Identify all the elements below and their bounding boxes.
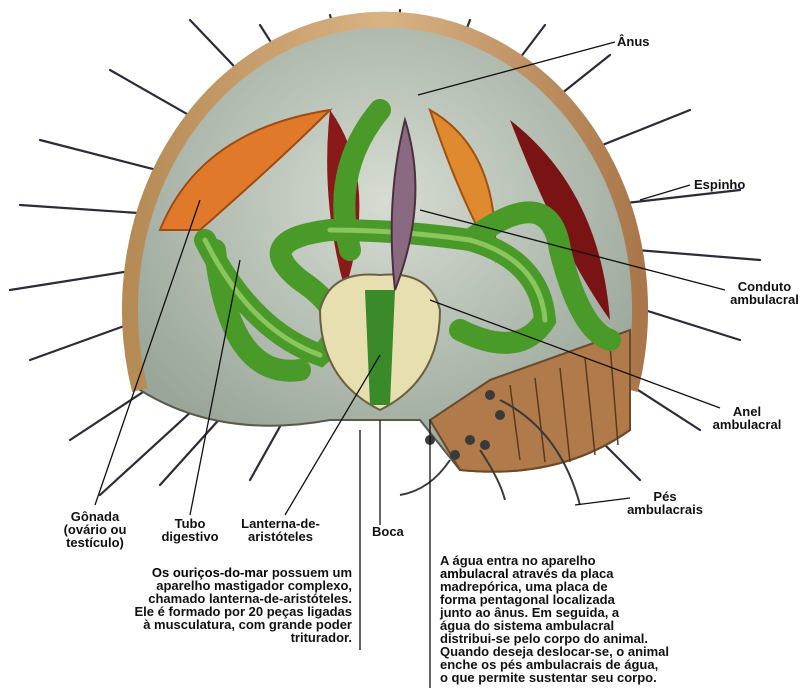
right-paragraph: A água entra no aparelho ambulacral atra… <box>440 554 740 684</box>
label-anel-ambulacral: Anel ambulacral <box>697 405 797 431</box>
label-lanterna-line2: aristóteles <box>223 530 338 543</box>
left-paragraph-line6: triturador. <box>90 631 352 644</box>
label-anel-line2: ambulacral <box>697 418 797 431</box>
label-anus: Ânus <box>617 35 650 48</box>
label-tubo-digestivo: Tubo digestivo <box>150 517 230 543</box>
label-espinho: Espinho <box>694 178 745 191</box>
label-tubo-line2: digestivo <box>150 530 230 543</box>
label-lanterna-de-aristoteles: Lanterna-de- aristóteles <box>223 517 338 543</box>
label-conduto-ambulacral: Conduto ambulacral <box>722 280 807 306</box>
label-boca: Boca <box>372 525 404 538</box>
label-pes-line2: ambulacrais <box>620 503 710 516</box>
label-gonada-line3: testículo) <box>45 536 145 549</box>
label-gonada: Gônada (ovário ou testículo) <box>45 510 145 549</box>
left-paragraph: Os ouriços-do-mar possuem um aparelho ma… <box>90 566 352 644</box>
right-paragraph-line10: o que permite sustentar seu corpo. <box>440 671 740 684</box>
label-conduto-line2: ambulacral <box>722 293 807 306</box>
label-pes-ambulacrais: Pés ambulacrais <box>620 490 710 516</box>
